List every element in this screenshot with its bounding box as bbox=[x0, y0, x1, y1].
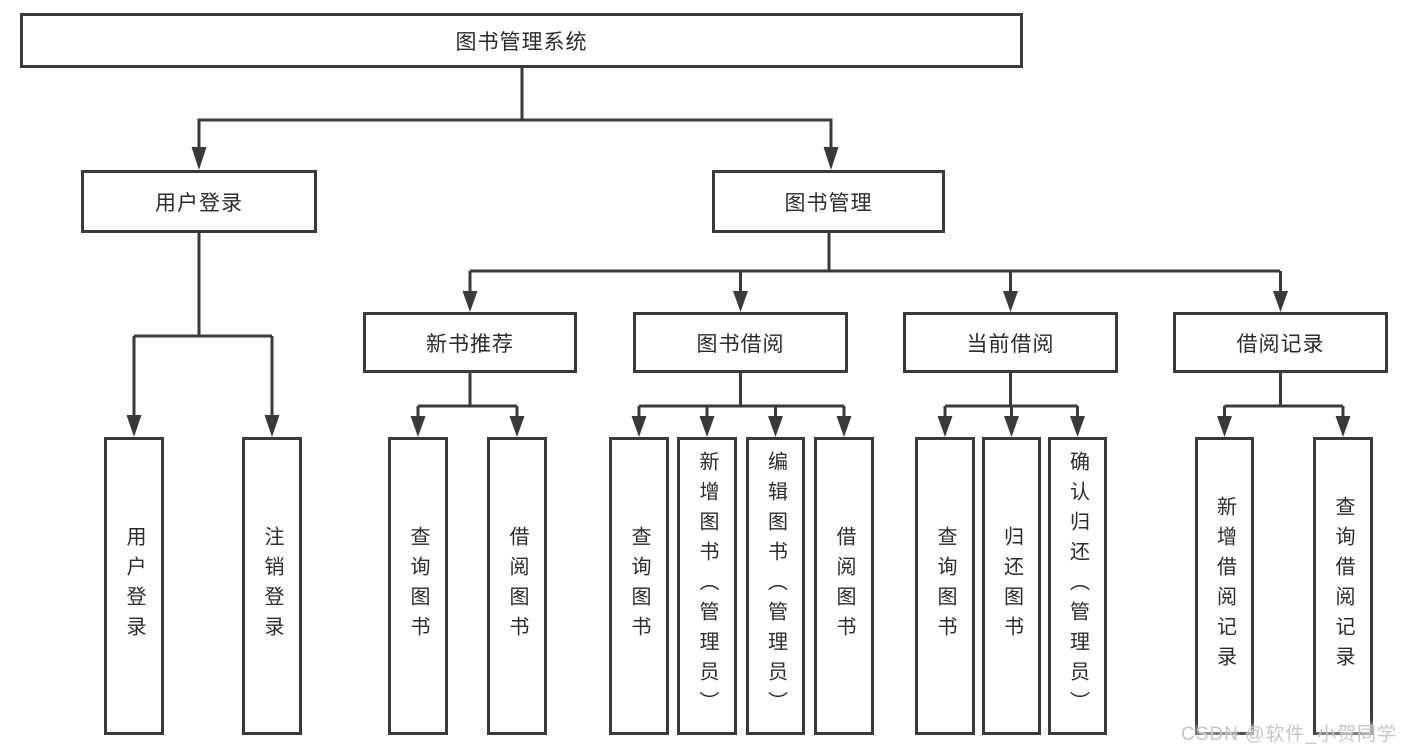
node-user-login: 用户登录 bbox=[81, 170, 317, 233]
node-label: 查询图书 bbox=[407, 526, 429, 646]
node-library-management-system: 图书管理系统 bbox=[20, 13, 1023, 68]
node-book-borrowing: 图书借阅 bbox=[633, 312, 848, 373]
node-label: 新书推荐 bbox=[426, 332, 514, 356]
node-label: 注销登录 bbox=[261, 526, 283, 646]
node-confirm-return-admin: 确认归还（管理员） bbox=[1048, 437, 1107, 735]
node-borrow-books-leaf: 借阅图书 bbox=[814, 437, 874, 735]
node-label: 归还图书 bbox=[1000, 526, 1023, 646]
node-label: 用户登录 bbox=[123, 526, 145, 646]
node-query-books-current: 查询图书 bbox=[915, 437, 975, 735]
node-borrowing-records: 借阅记录 bbox=[1173, 312, 1388, 373]
node-logout-leaf: 注销登录 bbox=[242, 437, 302, 735]
node-label: 用户登录 bbox=[155, 191, 243, 215]
node-user-login-leaf: 用户登录 bbox=[104, 437, 164, 735]
node-label: 查询借阅记录 bbox=[1332, 496, 1354, 676]
node-label: 查询图书 bbox=[628, 526, 650, 646]
node-label: 当前借阅 bbox=[966, 332, 1055, 356]
node-new-book-recommend: 新书推荐 bbox=[363, 312, 577, 373]
node-query-borrow-record: 查询借阅记录 bbox=[1313, 437, 1373, 735]
node-label: 新增借阅记录 bbox=[1213, 496, 1236, 676]
node-current-borrowing: 当前借阅 bbox=[903, 312, 1118, 373]
node-label: 图书管理系统 bbox=[455, 30, 588, 54]
node-label: 编辑图书（管理员） bbox=[764, 451, 787, 721]
node-label: 图书管理 bbox=[784, 191, 873, 215]
node-return-books: 归还图书 bbox=[982, 437, 1041, 735]
node-label: 借阅记录 bbox=[1236, 332, 1325, 356]
node-label: 图书借阅 bbox=[696, 332, 785, 356]
node-add-borrow-record: 新增借阅记录 bbox=[1195, 437, 1254, 735]
node-add-books-admin: 新增图书（管理员） bbox=[677, 437, 737, 735]
node-query-books-recommend: 查询图书 bbox=[388, 437, 448, 735]
node-label: 确认归还（管理员） bbox=[1066, 451, 1089, 721]
node-borrow-books-recommend: 借阅图书 bbox=[487, 437, 547, 735]
node-label: 借阅图书 bbox=[833, 526, 855, 646]
node-query-books-borrowing: 查询图书 bbox=[609, 437, 669, 735]
node-label: 借阅图书 bbox=[506, 526, 528, 646]
node-edit-books-admin: 编辑图书（管理员） bbox=[746, 437, 805, 735]
node-label: 查询图书 bbox=[934, 526, 956, 646]
node-book-management: 图书管理 bbox=[712, 170, 945, 233]
csdn-watermark: CSDN @软件_小贺同学 bbox=[1181, 724, 1397, 745]
node-label: 新增图书（管理员） bbox=[696, 451, 718, 721]
